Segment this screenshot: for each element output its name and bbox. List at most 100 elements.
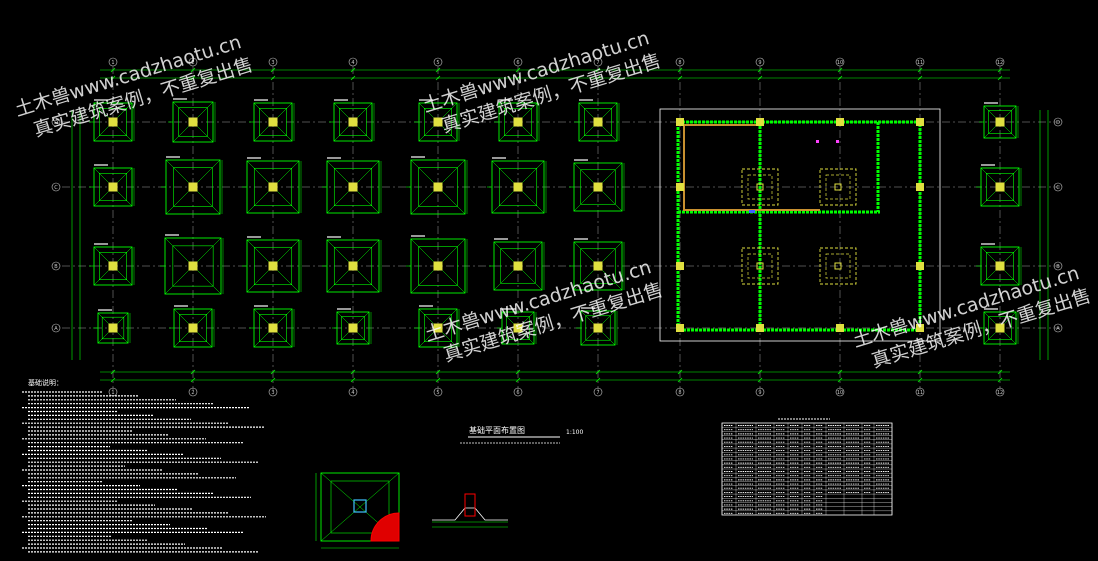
footing-step: [253, 167, 293, 207]
axis-bubble-label: 11: [917, 390, 923, 396]
wall-line: [683, 125, 820, 211]
column-section: [513, 261, 523, 271]
pit-footing: [741, 247, 779, 285]
column-section: [188, 261, 198, 271]
footing: [487, 157, 547, 214]
footing: [93, 309, 131, 344]
dimension-tick: [677, 369, 683, 375]
pit-column: [756, 183, 764, 191]
footing: [979, 102, 1019, 139]
axis-bubble-label: A: [1056, 326, 1060, 332]
column-section: [836, 118, 844, 126]
dimension-tick: [515, 369, 521, 375]
dimension-tick: [757, 369, 763, 375]
footing: [574, 99, 620, 142]
footing-step: [101, 316, 125, 340]
axis-bubble: [51, 117, 61, 127]
dimension-tick: [757, 377, 763, 383]
footing-step: [986, 252, 1014, 280]
column-section: [108, 323, 118, 333]
axis-bubble-label: C: [1056, 185, 1060, 191]
footing: [979, 308, 1019, 345]
axis-bubble: [268, 387, 278, 397]
footing: [489, 238, 545, 291]
axis-bubble-label: 7: [596, 390, 599, 396]
axis-bubble-label: 3: [271, 60, 274, 66]
pit-inner: [747, 174, 773, 200]
dimension-tick: [110, 377, 116, 383]
detail-section-outline: [432, 507, 508, 521]
pit-column: [834, 183, 842, 191]
footing-step: [259, 108, 287, 136]
footing-step: [259, 314, 287, 342]
axis-bubble: [835, 57, 845, 67]
column-section: [676, 262, 684, 270]
axis-bubble: [433, 57, 443, 67]
column-section: [268, 323, 278, 333]
dimension-tick: [435, 67, 441, 73]
footing: [168, 98, 216, 143]
column-section: [916, 118, 924, 126]
drawing-title: 基础平面布置图: [469, 425, 525, 435]
footing-step: [424, 108, 452, 136]
footing-step: [988, 110, 1012, 134]
axis-bubble: [51, 323, 61, 333]
axis-bubble: [675, 57, 685, 67]
column-section: [916, 183, 924, 191]
axis-bubble: [995, 387, 1005, 397]
dimension-tick: [190, 369, 196, 375]
footing-step: [424, 314, 452, 342]
axis-bubble: [108, 57, 118, 67]
column-section: [108, 182, 118, 192]
marker: [749, 210, 755, 213]
dimension-tick: [515, 67, 521, 73]
notes-heading: 基础说明：: [28, 378, 63, 387]
axis-bubble: [433, 387, 443, 397]
footing-step: [585, 315, 611, 341]
pit-outline: [741, 168, 779, 206]
column-section: [433, 323, 443, 333]
footing-step: [504, 108, 532, 136]
footing: [249, 305, 295, 348]
axis-bubble: [1053, 182, 1063, 192]
footing: [322, 157, 382, 214]
pit-footing: [819, 247, 857, 285]
dimension-tick: [917, 67, 923, 73]
footing: [497, 308, 537, 345]
axis-bubble-label: 4: [351, 390, 354, 396]
footing: [406, 235, 468, 294]
axis-bubble-label: A: [54, 326, 58, 332]
footing-step: [986, 173, 1014, 201]
column-section: [593, 323, 603, 333]
column-section: [188, 117, 198, 127]
column-section: [268, 117, 278, 127]
axis-bubble: [755, 387, 765, 397]
dimension-tick: [917, 75, 923, 81]
column-section: [513, 117, 523, 127]
column-section: [108, 117, 118, 127]
footing-step: [500, 248, 536, 284]
axis-bubble: [188, 57, 198, 67]
dimension-tick: [270, 67, 276, 73]
strip-footing: [676, 120, 922, 332]
axis-bubble-label: 2: [191, 60, 194, 66]
dimension-tick: [110, 369, 116, 375]
column-section: [995, 117, 1005, 127]
footing: [249, 99, 295, 142]
axis-bubble-label: 6: [516, 60, 519, 66]
dimension-tick: [190, 75, 196, 81]
footing: [242, 236, 302, 293]
dimension-tick: [917, 377, 923, 383]
dimension-tick: [677, 75, 683, 81]
column-section: [513, 182, 523, 192]
axis-bubble-label: C: [54, 185, 58, 191]
axis-bubble: [675, 387, 685, 397]
axis-bubble-label: 1: [111, 390, 114, 396]
axis-bubble: [513, 57, 523, 67]
axis-bubble-label: D: [1056, 120, 1060, 126]
dimension-tick: [997, 369, 1003, 375]
axis-bubble-label: 11: [917, 60, 923, 66]
footing: [329, 99, 375, 142]
pit-column: [756, 262, 764, 270]
axis-bubble-label: 4: [351, 60, 354, 66]
